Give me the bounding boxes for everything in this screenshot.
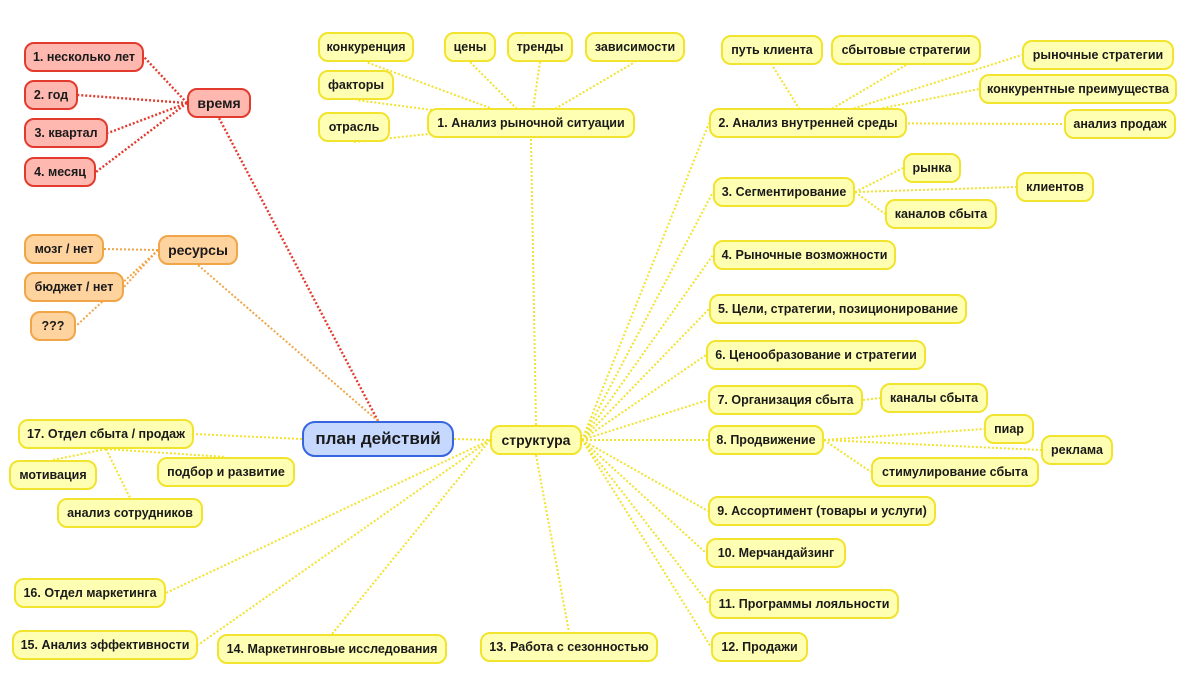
edge-structure-b13 <box>535 454 570 633</box>
edge-structure-right-8 <box>581 439 707 554</box>
edge-structure-right-2 <box>581 254 714 441</box>
market-item-factors[interactable]: факторы <box>318 70 394 100</box>
market-item-dependencies[interactable]: зависимости <box>585 32 685 62</box>
internal-item-market-strategies[interactable]: рыночные стратегии <box>1022 40 1174 70</box>
edge-res-r2 <box>123 249 159 288</box>
branch-efficiency-analysis[interactable]: 15. Анализ эффективности <box>12 630 198 660</box>
edge-salesorg-0 <box>862 397 881 401</box>
edge-structure-right-10 <box>581 439 712 648</box>
branch-merchandising[interactable]: 10. Мерчандайзинг <box>706 538 846 568</box>
edge-salesdept-0 <box>52 448 107 461</box>
promotion-item-pr[interactable]: пиар <box>984 414 1034 444</box>
branch-marketing-department[interactable]: 16. Отдел маркетинга <box>14 578 166 608</box>
branch-market-analysis[interactable]: 1. Анализ рыночной ситуации <box>427 108 635 138</box>
branch-segmentation[interactable]: 3. Сегментирование <box>713 177 855 207</box>
edge-seg-0 <box>854 167 904 193</box>
branch-seasonality[interactable]: 13. Работа с сезонностью <box>480 632 658 662</box>
branch-sales-organization[interactable]: 7. Организация сбыта <box>708 385 863 415</box>
resource-item-brain[interactable]: мозг / нет <box>24 234 104 264</box>
structure-node[interactable]: структура <box>490 425 582 455</box>
resource-item-budget[interactable]: бюджет / нет <box>24 272 124 302</box>
internal-item-competitive-advantages[interactable]: конкурентные преимущества <box>979 74 1177 104</box>
market-item-prices[interactable]: цены <box>444 32 496 62</box>
branch-sales[interactable]: 12. Продажи <box>711 632 808 662</box>
sales-dept-item-motivation[interactable]: мотивация <box>9 460 97 490</box>
edge-time-t2 <box>77 93 188 105</box>
time-item-year[interactable]: 2. год <box>24 80 78 110</box>
market-item-trends[interactable]: тренды <box>507 32 573 62</box>
edge-res-r3 <box>75 249 159 327</box>
edge-salesdept-2 <box>105 448 131 499</box>
promotion-item-sales-stimulation[interactable]: стимулирование сбыта <box>871 457 1039 487</box>
branch-loyalty-programs[interactable]: 11. Программы лояльности <box>709 589 899 619</box>
edge-internal-0 <box>771 64 809 124</box>
edge-seg-1 <box>854 186 1017 193</box>
edge-promo-1 <box>823 439 1042 451</box>
sales-org-item-channels[interactable]: каналы сбыта <box>880 383 988 413</box>
branch-pricing[interactable]: 6. Ценообразование и стратегии <box>706 340 926 370</box>
market-item-industry[interactable]: отрасль <box>318 112 390 142</box>
time-item-several-years[interactable]: 1. несколько лет <box>24 42 144 72</box>
edge-promo-2 <box>823 439 872 473</box>
segment-item-channels[interactable]: каналов сбыта <box>885 199 997 229</box>
sales-dept-item-selection-development[interactable]: подбор и развитие <box>157 457 295 487</box>
edge-res-r1 <box>103 248 159 251</box>
central-node-action-plan[interactable]: план действий <box>302 421 454 457</box>
internal-item-sales-analysis[interactable]: анализ продаж <box>1064 109 1176 139</box>
branch-market-opportunities[interactable]: 4. Рыночные возможности <box>713 240 896 270</box>
edge-center-structure <box>453 438 491 441</box>
edge-center-res <box>197 264 379 422</box>
internal-item-sales-strategies[interactable]: сбытовые стратегии <box>831 35 981 65</box>
time-item-month[interactable]: 4. месяц <box>24 157 96 187</box>
edge-center-time <box>217 117 380 422</box>
edge-structure-b1 <box>530 137 537 426</box>
edge-structure-right-7 <box>581 439 709 512</box>
time-item-quarter[interactable]: 3. квартал <box>24 118 108 148</box>
edge-internal-1 <box>807 64 907 124</box>
edge-salesdept-1 <box>105 448 227 458</box>
resources-node[interactable]: ресурсы <box>158 235 238 265</box>
branch-goals-positioning[interactable]: 5. Цели, стратегии, позиционирование <box>709 294 967 324</box>
branch-assortment[interactable]: 9. Ассортимент (товары и услуги) <box>708 496 936 526</box>
promotion-item-advertising[interactable]: реклама <box>1041 435 1113 465</box>
edge-structure-b14 <box>331 439 491 635</box>
edge-time-t3 <box>107 101 188 135</box>
internal-item-customer-journey[interactable]: путь клиента <box>721 35 823 65</box>
edge-time-t1 <box>143 56 188 104</box>
edge-seg-2 <box>854 191 886 215</box>
segment-item-clients[interactable]: клиентов <box>1016 172 1094 202</box>
edge-structure-right-4 <box>581 354 707 441</box>
edge-structure-right-3 <box>581 308 710 441</box>
branch-internal-analysis[interactable]: 2. Анализ внутренней среды <box>709 108 907 138</box>
segment-item-market[interactable]: рынка <box>903 153 961 183</box>
edge-center-b17 <box>193 433 303 440</box>
branch-promotion[interactable]: 8. Продвижение <box>708 425 824 455</box>
edge-structure-right-0 <box>581 122 710 441</box>
time-node[interactable]: время <box>187 88 251 118</box>
edge-structure-b15 <box>197 439 491 646</box>
sales-dept-item-employee-analysis[interactable]: анализ сотрудников <box>57 498 203 528</box>
edge-internal-4 <box>807 122 1065 125</box>
edge-time-t4 <box>95 102 188 173</box>
branch-marketing-research[interactable]: 14. Маркетинговые исследования <box>217 634 447 664</box>
branch-sales-department[interactable]: 17. Отдел сбыта / продаж <box>18 419 194 449</box>
edge-structure-right-9 <box>581 439 710 605</box>
edge-structure-right-5 <box>581 399 709 441</box>
market-item-competition[interactable]: конкуренция <box>318 32 414 62</box>
edge-promo-0 <box>823 428 985 441</box>
resource-item-unknown[interactable]: ??? <box>30 311 76 341</box>
edge-structure-right-1 <box>581 191 714 441</box>
